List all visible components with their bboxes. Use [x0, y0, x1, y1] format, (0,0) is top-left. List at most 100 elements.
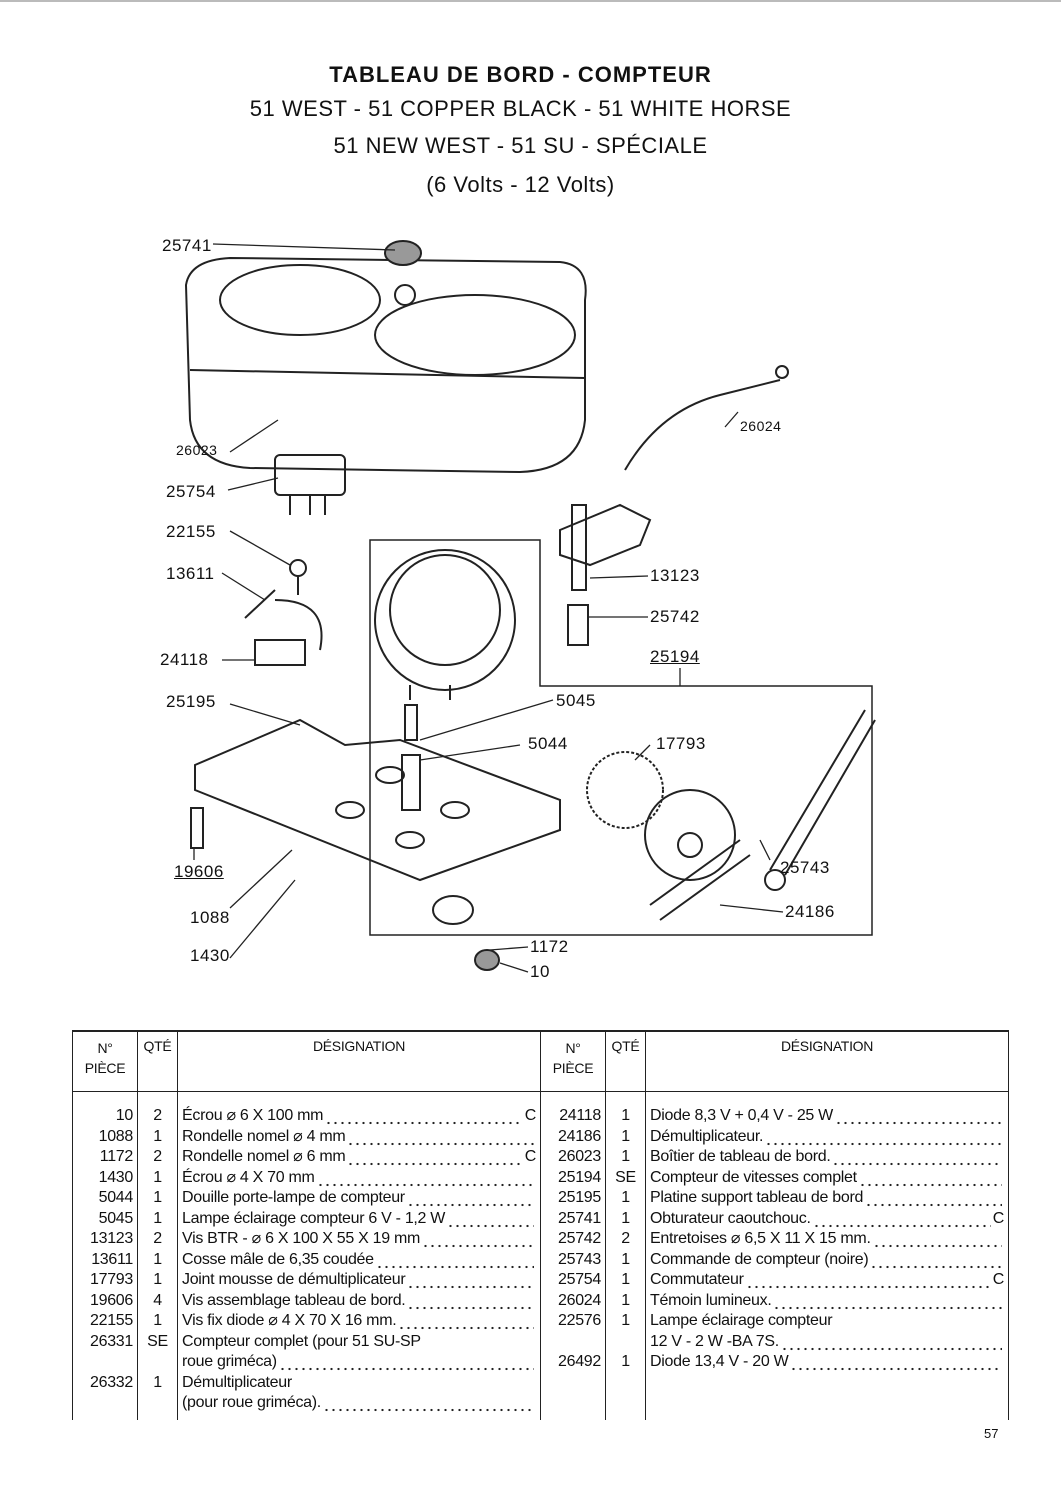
designation-text: Écrou ⌀ 6 X 100 mm: [182, 1107, 324, 1124]
callout-25742: 25742: [650, 607, 700, 626]
callout-5044: 5044: [528, 734, 568, 753]
quantity: 1: [137, 1372, 178, 1393]
quantity: 1: [137, 1126, 178, 1147]
scan-edge: [0, 0, 1061, 2]
table-row: (pour roue griméca).: [72, 1393, 1009, 1414]
quantity: SE: [605, 1167, 646, 1188]
designation: Cosse mâle de 6,35 coudée: [177, 1249, 541, 1270]
quantity: 1: [137, 1270, 178, 1291]
part-number: 26332: [72, 1372, 138, 1393]
callout-19606: 19606: [174, 862, 224, 881]
designation: Diode 13,4 V - 20 W: [645, 1352, 1009, 1373]
quantity: [137, 1393, 178, 1414]
col-header-designation: DÉSIGNATION: [177, 1030, 541, 1092]
part-number: 17793: [72, 1270, 138, 1291]
dot-leader: [422, 1229, 534, 1250]
callout-22155: 22155: [166, 522, 216, 541]
callout-17793: 17793: [656, 734, 706, 753]
designation: (pour roue griméca).: [177, 1393, 541, 1414]
dashboard-housing: [184, 256, 587, 474]
designation: Douille porte-lampe de compteur: [177, 1188, 541, 1209]
quantity: 1: [137, 1188, 178, 1209]
designation: Commutateur C: [645, 1270, 1009, 1291]
dot-leader: [780, 1331, 1002, 1352]
quantity: [605, 1393, 646, 1414]
part-number: 25742: [540, 1229, 606, 1250]
designation-text: Vis assemblage tableau de bord.: [182, 1291, 406, 1309]
designation: Compteur de vitesses complet: [645, 1167, 1009, 1188]
callout-26023: 26023: [176, 442, 218, 458]
quantity: [605, 1372, 646, 1393]
quantity: 1: [605, 1249, 646, 1270]
designation: Compteur complet (pour 51 SU-SP: [177, 1331, 541, 1352]
quantity: 2: [605, 1229, 646, 1250]
quantity: 1: [605, 1290, 646, 1311]
dot-leader: [347, 1147, 523, 1168]
lamp-socket: [401, 704, 421, 811]
col-header-num-right: N°PIÈCE: [540, 1030, 606, 1092]
quantity: 1: [605, 1188, 646, 1209]
part-number: 25741: [540, 1208, 606, 1229]
dot-leader: [812, 1208, 991, 1229]
supply-code: C: [992, 1271, 1005, 1288]
designation: Démultiplicateur.: [645, 1126, 1009, 1147]
designation: [645, 1372, 1009, 1393]
quantity: 1: [605, 1352, 646, 1373]
quantity: 2: [137, 1147, 178, 1168]
designation-text: Entretoises ⌀ 6,5 X 11 X 15 mm.: [650, 1230, 871, 1247]
designation: Lampe éclairage compteur 6 V - 1,2 W: [177, 1208, 541, 1229]
quantity: 1: [137, 1249, 178, 1270]
designation: Joint mousse de démultiplicateur: [177, 1270, 541, 1291]
part-number: 25195: [540, 1188, 606, 1209]
designation-text: Écrou ⌀ 4 X 70 mm: [182, 1168, 315, 1186]
callout-13611: 13611: [166, 564, 215, 583]
table-header-row: N°PIÈCE QTÉ DÉSIGNATION N°PIÈCE QTÉ DÉSI…: [72, 1030, 1009, 1092]
part-number: 26331: [72, 1331, 138, 1352]
part-number: [540, 1331, 606, 1352]
dot-leader: [834, 1106, 1002, 1127]
dot-leader: [322, 1393, 534, 1414]
exploded-parts-diagram: [184, 240, 876, 973]
voltage-subtitle: (6 Volts - 12 Volts): [426, 172, 615, 197]
designation-text: Obturateur caoutchouc.: [650, 1209, 811, 1227]
dot-leader: [865, 1188, 1002, 1209]
designation-text: Démultiplicateur: [182, 1373, 292, 1391]
spring-grommet: [432, 895, 500, 971]
part-number: 24118: [540, 1106, 606, 1127]
dot-leader: [406, 1188, 534, 1209]
designation-text: Commutateur: [650, 1271, 744, 1288]
callout-24118: 24118: [160, 650, 209, 669]
designation: Boîtier de tableau de bord.: [645, 1147, 1009, 1168]
part-number: 22155: [72, 1311, 138, 1332]
designation: Vis BTR - ⌀ 6 X 100 X 55 X 19 mm: [177, 1229, 541, 1250]
callout-25741: 25741: [162, 236, 212, 255]
part-number: [72, 1393, 138, 1414]
part-number: 5045: [72, 1208, 138, 1229]
dot-leader: [790, 1352, 1002, 1373]
designation: Démultiplicateur: [177, 1372, 541, 1393]
callout-25743: 25743: [780, 858, 830, 877]
part-number: [540, 1372, 606, 1393]
designation: Vis fix diode ⌀ 4 X 70 X 16 mm.: [177, 1311, 541, 1332]
leader-lines: [193, 243, 784, 973]
callout-1430: 1430: [190, 946, 230, 965]
callout-24186: 24186: [785, 902, 835, 921]
part-number: 25743: [540, 1249, 606, 1270]
quantity: 1: [605, 1270, 646, 1291]
designation: roue griméca): [177, 1352, 541, 1373]
designation-text: Diode 8,3 V + 0,4 V - 25 W: [650, 1107, 833, 1124]
indicator-lamp-wire: [624, 365, 789, 471]
dot-leader: [407, 1290, 534, 1311]
quantity: 1: [605, 1311, 646, 1332]
col-header-designation-right: DÉSIGNATION: [645, 1030, 1009, 1092]
designation-text: Lampe éclairage compteur: [650, 1312, 833, 1329]
designation-text: Démultiplicateur.: [650, 1127, 764, 1145]
dot-leader: [870, 1249, 1002, 1270]
part-number: 1088: [72, 1126, 138, 1147]
